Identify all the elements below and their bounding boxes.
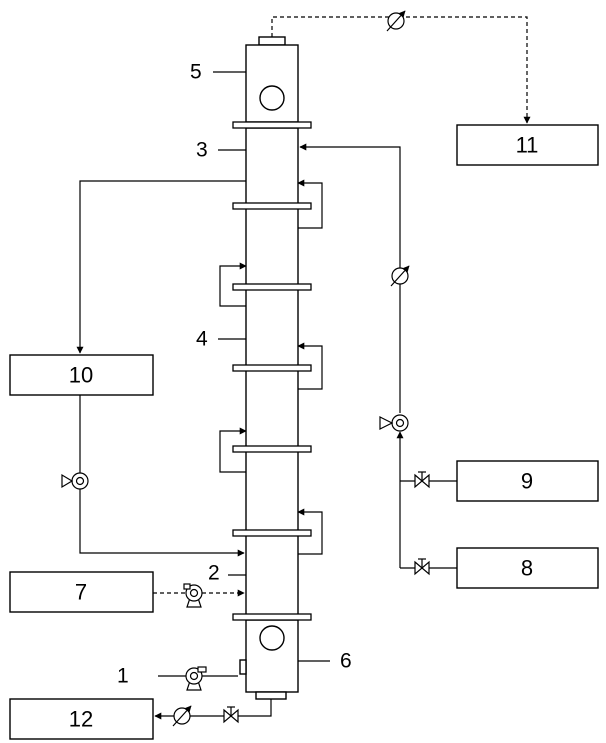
flowmeter-icon [172,705,192,727]
svg-text:7: 7 [75,580,87,605]
top-sight-glass [259,85,285,111]
flange [232,445,312,453]
bottom-nozzle [255,691,287,700]
pump-icon [61,472,89,490]
label-3: 3 [196,139,208,162]
box-12: 12 [9,698,154,740]
flowmeter-icon [386,10,406,32]
vapor-line [271,16,531,124]
flange [232,529,312,537]
svg-text:10: 10 [69,363,93,388]
jacket-loops [219,179,323,555]
label-1: 1 [117,665,129,688]
top-nozzle [258,36,286,46]
box-9: 9 [456,460,599,502]
pump-icon [183,583,203,608]
flange [232,283,312,291]
valve-icon [223,706,239,724]
draw-line-to-10 [76,180,246,354]
jacket-loop [297,508,323,555]
outlet-line-to-12 [154,699,272,720]
jacket-loop [297,342,323,390]
gas-line-to-column [299,143,401,413]
box-7: 7 [9,571,154,613]
bottom-inlet-port [239,659,247,675]
box-11: 11 [456,124,599,166]
jacket-loop [219,427,247,473]
valve-icon [414,471,430,489]
flange [232,613,312,621]
svg-text:12: 12 [69,707,93,732]
label-5: 5 [190,61,202,84]
box-8: 8 [456,547,599,589]
label-6: 6 [340,650,352,673]
jacket-loop [219,262,247,307]
label-2: 2 [208,562,220,585]
pump-icon [185,666,207,691]
flange [232,121,312,129]
flange [232,202,312,210]
svg-text:11: 11 [516,133,539,158]
column [232,36,312,700]
recycle-line [79,395,245,557]
svg-text:8: 8 [521,556,533,581]
valve-icon [414,558,430,576]
flange [232,364,312,372]
svg-text:9: 9 [521,469,533,494]
box-10: 10 [9,354,154,396]
flowmeter-icon [390,265,410,287]
jacket-loop [297,179,323,229]
bottom-sight-glass [259,625,285,651]
label-4: 4 [196,328,208,351]
pump-icon [379,414,409,432]
